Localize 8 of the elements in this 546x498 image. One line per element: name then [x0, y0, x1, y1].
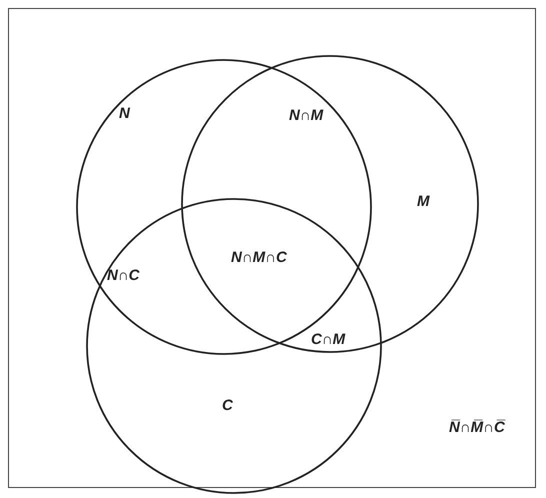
region-label: N∩M — [289, 107, 324, 124]
region-label: N∩M∩C — [231, 249, 287, 266]
set-label: M — [417, 193, 430, 210]
region-label: N∩C — [107, 267, 140, 284]
set-label: N̅∩M̅∩C̅ — [449, 419, 505, 436]
set-label: N — [119, 105, 130, 122]
region-label: C∩M — [311, 331, 346, 348]
set-label: C — [222, 397, 233, 414]
